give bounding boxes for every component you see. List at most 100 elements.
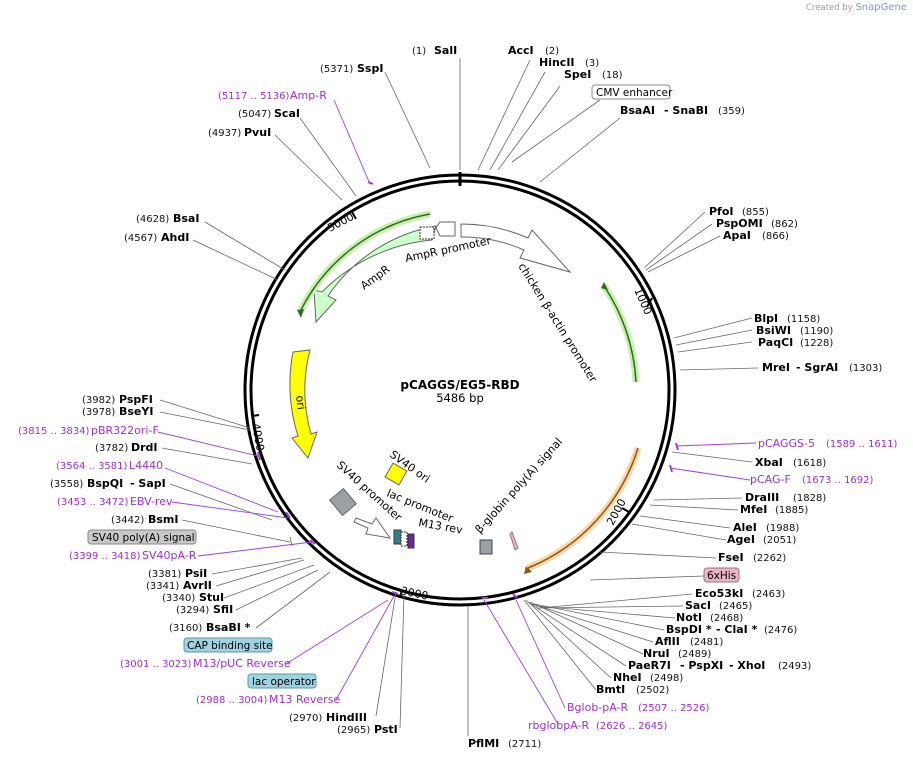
site-hindiii-pos: (2970) xyxy=(289,713,322,724)
primer-bglobpar-range: (2507 .. 2526) xyxy=(638,703,710,714)
site-bsaai[interactable]: BsaAI xyxy=(620,104,655,117)
site-aflii[interactable]: AflII xyxy=(655,635,680,648)
site-pspfi[interactable]: PspFI xyxy=(119,393,153,406)
site-acci[interactable]: AccI xyxy=(508,44,534,57)
ampr-outer-arc-head xyxy=(297,309,304,318)
site-bsmi[interactable]: BsmI xyxy=(148,513,179,526)
site-nhei[interactable]: NheI xyxy=(613,671,642,684)
site-sspi[interactable]: SspI xyxy=(357,62,383,75)
site-scai[interactable]: ScaI xyxy=(274,107,300,120)
site-xhoi[interactable]: - XhoI xyxy=(729,659,765,672)
site-sapi-name: SapI xyxy=(138,477,165,490)
site-sali[interactable]: SalI xyxy=(434,44,457,57)
site-bseyi[interactable]: BseYI xyxy=(119,405,153,418)
site-sgrai[interactable]: - SgrAI xyxy=(796,361,838,374)
site-eco53ki[interactable]: Eco53kI xyxy=(695,587,743,600)
site-mrei[interactable]: MreI xyxy=(762,361,790,374)
site-bsai-pos: (4628) xyxy=(136,214,169,225)
site-pspfi-pos: (3982) xyxy=(82,395,115,406)
primer-ebvrev[interactable]: EBV-rev xyxy=(130,495,173,508)
site-spei-pos: (18) xyxy=(602,70,623,81)
chicken-actin-promoter-label: chicken β-actin promoter xyxy=(515,261,599,385)
site-clai-name: ClaI * xyxy=(724,623,757,636)
site-nrui[interactable]: NruI xyxy=(643,647,670,660)
site-drdi[interactable]: DrdI xyxy=(131,441,158,454)
site-mfei[interactable]: MfeI xyxy=(740,503,767,516)
sv40-ori-box xyxy=(384,462,408,486)
site-blpi-pos: (1158) xyxy=(787,314,820,325)
cap-binding-box[interactable] xyxy=(183,637,273,653)
site-bsaai-pos: (359) xyxy=(718,106,745,117)
site-bsai[interactable]: BsaI xyxy=(173,212,199,225)
site-ahdi-pos: (4567) xyxy=(124,233,157,244)
his-tag-mark xyxy=(509,531,519,551)
site-bspdi[interactable]: BspDI * xyxy=(666,623,712,636)
site-sspi-pos: (5371) xyxy=(320,64,353,75)
site-xhoi-name: XhoI xyxy=(737,659,765,672)
bglobin-polya-box xyxy=(479,539,493,555)
site-pflmi[interactable]: PflMI xyxy=(468,737,499,750)
site-bsiwi[interactable]: BsiWI xyxy=(756,324,791,337)
site-fsei[interactable]: FseI xyxy=(718,551,744,564)
primer-l4440[interactable]: L4440 xyxy=(129,459,163,472)
site-psti[interactable]: PstI xyxy=(374,723,398,736)
site-stui[interactable]: StuI xyxy=(199,591,224,604)
primer-pcaggs5[interactable]: pCAGGS-5 xyxy=(758,437,815,450)
site-draiii[interactable]: DraIII xyxy=(745,491,779,504)
credit-text: Created by xyxy=(805,3,853,13)
site-pfoi[interactable]: PfoI xyxy=(709,205,734,218)
tick-label-5000: 5000 xyxy=(325,210,356,235)
site-sfii[interactable]: SfiI xyxy=(213,603,233,616)
site-paqci-pos: (1228) xyxy=(800,338,833,349)
site-noti[interactable]: NotI xyxy=(676,611,702,624)
site-avrii[interactable]: AvrII xyxy=(183,579,212,592)
primer-bglobpar[interactable]: Bglob-pA-R xyxy=(567,701,629,714)
primer-sv40par[interactable]: SV40pA-R xyxy=(142,549,197,562)
site-sapi[interactable]: - SapI xyxy=(130,477,166,490)
site-sgrai-name: SgrAI xyxy=(804,361,838,374)
primer-pcagf[interactable]: pCAG-F xyxy=(750,473,791,486)
backbone xyxy=(243,172,677,607)
site-blpi[interactable]: BlpI xyxy=(754,312,778,325)
site-psii[interactable]: PsiI xyxy=(185,567,207,580)
site-hindiii[interactable]: HindIII xyxy=(326,711,367,724)
site-pvui[interactable]: PvuI xyxy=(244,126,271,139)
site-bspqi[interactable]: BspQI xyxy=(87,477,123,490)
site-agei[interactable]: AgeI xyxy=(727,533,755,546)
primer-lines xyxy=(157,99,757,725)
site-bsabi-pos: (3160) xyxy=(169,623,202,634)
primer-pbr322[interactable]: pBR322ori-F xyxy=(91,424,159,437)
site-bsabi[interactable]: BsaBI * xyxy=(206,621,251,634)
primer-m13rev-range: (2988 .. 3004) xyxy=(196,695,268,706)
site-pspomi[interactable]: PspOMI xyxy=(716,217,763,230)
site-spei[interactable]: SpeI xyxy=(564,68,591,81)
site-alei[interactable]: AleI xyxy=(733,521,757,534)
cmv-enhancer-box[interactable] xyxy=(591,84,671,100)
m13-rev-mark xyxy=(407,533,415,549)
site-pspxi[interactable]: - PspXI xyxy=(680,659,723,672)
sv40-polya-box[interactable] xyxy=(87,529,197,545)
primer-rbglobpar[interactable]: rbglobpA-R xyxy=(528,719,589,732)
site-hincii[interactable]: HincII xyxy=(539,56,575,69)
insert-arc-orange-head xyxy=(524,566,532,574)
site-saci[interactable]: SacI xyxy=(685,599,711,612)
site-saci-pos: (2465) xyxy=(719,601,752,612)
site-xbai[interactable]: XbaI xyxy=(755,456,783,469)
primer-ampr[interactable]: Amp-R xyxy=(290,89,327,102)
site-paqci[interactable]: PaqCI xyxy=(758,336,793,349)
site-clai[interactable]: - ClaI * xyxy=(716,623,758,636)
site-ahdi[interactable]: AhdI xyxy=(161,231,189,244)
site-apai[interactable]: ApaI xyxy=(723,229,751,242)
insert-arc-orange xyxy=(527,447,639,569)
his-tag-box[interactable] xyxy=(703,567,740,583)
site-drdi-pos: (3782) xyxy=(95,443,128,454)
site-bmti[interactable]: BmtI xyxy=(596,683,625,696)
lac-operator-box[interactable] xyxy=(247,673,317,689)
site-bmti-pos: (2502) xyxy=(636,685,669,696)
primer-m13puc[interactable]: M13/pUC Reverse xyxy=(193,657,291,670)
primer-pcagf-range: (1673 .. 1692) xyxy=(802,475,874,486)
site-snabi[interactable]: - SnaBI xyxy=(664,104,708,117)
primer-m13rev[interactable]: M13 Reverse xyxy=(269,693,340,706)
site-paer7i[interactable]: PaeR7I xyxy=(628,659,671,672)
site-sfii-pos: (3294) xyxy=(176,605,209,616)
